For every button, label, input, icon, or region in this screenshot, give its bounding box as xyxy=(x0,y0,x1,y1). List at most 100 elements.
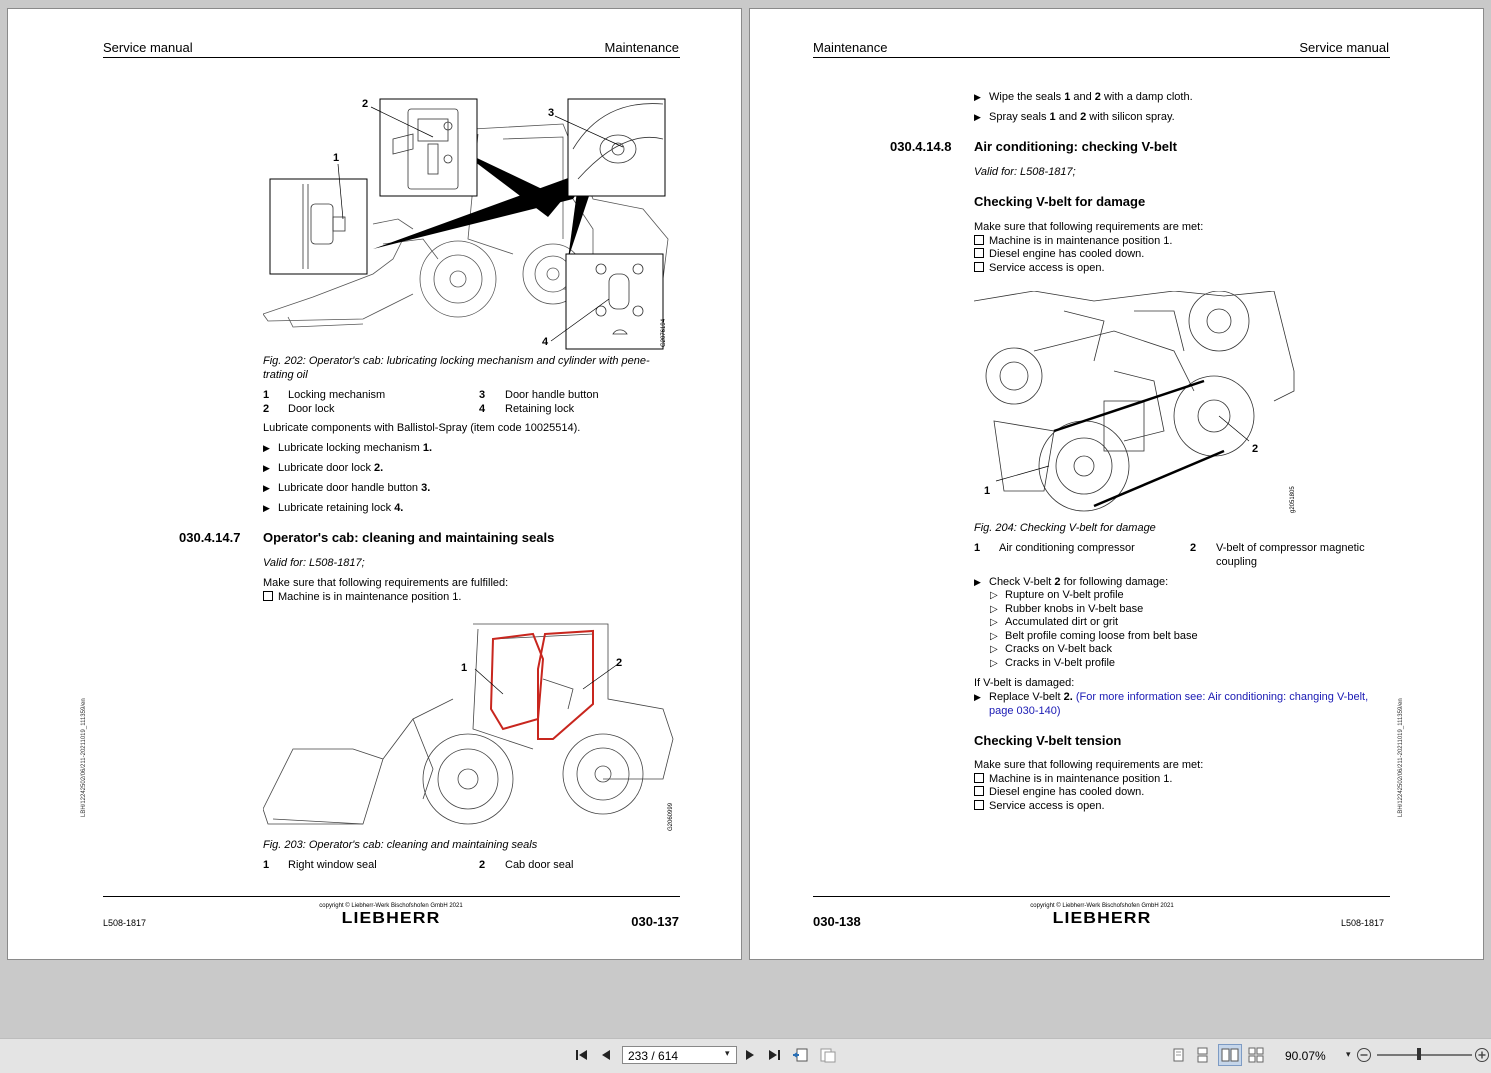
fig202-legend-num: 4 xyxy=(479,403,486,415)
step-item: ▶Lubricate door lock 2. xyxy=(263,462,384,474)
fig202-callout-1: 1 xyxy=(333,152,340,164)
fig202-legend-label: Retaining lock xyxy=(505,403,575,415)
section-number: 030.4.14.7 xyxy=(179,530,241,545)
fig204-callout-2: 2 xyxy=(1252,443,1259,455)
fig202-caption: Fig. 202: Operator's cab: lubricating lo… xyxy=(263,355,650,367)
requirement-item: Machine is in maintenance position 1. xyxy=(974,234,1172,248)
fig204-legend-num: 2 xyxy=(1190,542,1197,554)
damage-item: ▷Belt profile coming loose from belt bas… xyxy=(990,630,1198,642)
step-item: ▶Lubricate locking mechanism 1. xyxy=(263,442,433,454)
side-document-id: LBH/12242502/06/211-20211019_111359/en xyxy=(1398,698,1404,817)
fig203-image-code: G2060999 xyxy=(668,802,674,831)
fig202-image-code: G2076194 xyxy=(661,318,667,347)
requirements-intro: Make sure that following requirements ar… xyxy=(974,759,1204,771)
requirement-item: Service access is open. xyxy=(974,799,1105,813)
go-forward-icon[interactable] xyxy=(818,1047,836,1066)
requirements-intro: Make sure that following requirements ar… xyxy=(263,577,509,589)
fig203-legend-num: 1 xyxy=(263,859,270,871)
header-rule xyxy=(813,57,1390,58)
subsection-title: Checking V-belt tension xyxy=(974,733,1122,748)
footer-rule xyxy=(103,896,680,897)
header-rule xyxy=(103,57,680,58)
header-left: Service manual xyxy=(103,40,193,55)
zoom-level[interactable]: 90.07% xyxy=(1285,1049,1326,1063)
fig204-legend-label-cont: coupling xyxy=(1216,556,1257,568)
lubricate-intro: Lubricate components with Ballistol-Spra… xyxy=(263,422,581,434)
fig202-callout-4: 4 xyxy=(542,336,549,348)
step-item: ▶Lubricate retaining lock 4. xyxy=(263,502,404,514)
side-document-id: LBH/12242502/06/211-20211019_111359/en xyxy=(81,698,87,817)
copyright: copyright © Liebherr-Werk Bischofshofen … xyxy=(319,903,463,909)
zoom-out-icon[interactable] xyxy=(1356,1047,1372,1066)
figure-204-drawing xyxy=(973,290,1295,512)
page-dropdown-icon[interactable]: ▾ xyxy=(725,1048,730,1058)
step-item: ▶Lubricate door handle button 3. xyxy=(263,482,431,494)
cross-reference-link[interactable]: (For more information see: Air condition… xyxy=(1075,691,1369,703)
check-step: ▶Check V-belt 2 for following damage: xyxy=(974,576,1169,588)
cross-reference-link-cont[interactable]: page 030-140) xyxy=(989,705,1061,717)
fig202-caption-2: trating oil xyxy=(263,369,308,381)
requirement-item: Diesel engine has cooled down. xyxy=(974,785,1144,799)
single-page-view-icon[interactable] xyxy=(1170,1047,1186,1066)
fig202-legend-label: Door lock xyxy=(288,403,335,415)
page-number: 030-138 xyxy=(813,914,861,929)
zoom-slider-track[interactable] xyxy=(1377,1054,1472,1056)
fig203-callout-2: 2 xyxy=(616,657,623,669)
zoom-dropdown-icon[interactable]: ▾ xyxy=(1346,1049,1351,1059)
zoom-in-icon[interactable] xyxy=(1474,1047,1490,1066)
fig203-callout-1: 1 xyxy=(461,662,468,674)
checkbox-icon xyxy=(974,800,984,810)
damage-item: ▷Accumulated dirt or grit xyxy=(990,616,1119,628)
last-page-icon[interactable] xyxy=(766,1047,782,1066)
requirement-item: Machine is in maintenance position 1. xyxy=(974,772,1172,786)
footer-rule xyxy=(813,896,1390,897)
damage-item: ▷Cracks in V-belt profile xyxy=(990,657,1116,669)
fig204-legend-num: 1 xyxy=(974,542,981,554)
figure-202-drawing xyxy=(262,98,669,350)
damage-item: ▷Rupture on V-belt profile xyxy=(990,589,1124,601)
checkbox-icon xyxy=(974,786,984,796)
subsection-title: Checking V-belt for damage xyxy=(974,194,1146,209)
right-page: Maintenance Service manual ▶Wipe the sea… xyxy=(749,8,1484,960)
go-back-icon[interactable] xyxy=(792,1047,810,1066)
continuous-view-icon[interactable] xyxy=(1194,1047,1210,1066)
fig203-legend-num: 2 xyxy=(479,859,486,871)
damage-item: ▷Cracks on V-belt back xyxy=(990,643,1112,655)
checkbox-icon xyxy=(263,591,273,601)
checkbox-icon xyxy=(974,262,984,272)
valid-for: Valid for: L508-1817; xyxy=(263,557,365,569)
step-item: ▶Spray seals 1 and 2 with silicon spray. xyxy=(974,111,1175,123)
two-page-continuous-icon[interactable] xyxy=(1247,1047,1265,1066)
section-title: Operator's cab: cleaning and maintaining… xyxy=(263,530,555,545)
footer-model: L508-1817 xyxy=(103,918,147,928)
damage-item: ▷Rubber knobs in V-belt base xyxy=(990,603,1144,615)
checkbox-icon xyxy=(974,248,984,258)
fig202-legend-num: 3 xyxy=(479,389,486,401)
fig204-image-code: g2051805 xyxy=(1290,486,1296,513)
fig202-legend-label: Door handle button xyxy=(505,389,599,401)
valid-for: Valid for: L508-1817; xyxy=(974,166,1076,178)
first-page-icon[interactable] xyxy=(574,1047,590,1066)
requirements-intro: Make sure that following requirements ar… xyxy=(974,221,1204,233)
section-number: 030.4.14.8 xyxy=(890,139,952,154)
fig203-legend-label: Cab door seal xyxy=(505,859,574,871)
copyright: copyright © Liebherr-Werk Bischofshofen … xyxy=(1030,903,1174,909)
section-title: Air conditioning: checking V-belt xyxy=(974,139,1177,154)
zoom-slider-handle[interactable] xyxy=(1417,1048,1421,1060)
fig204-caption: Fig. 204: Checking V-belt for damage xyxy=(974,522,1156,534)
liebherr-logo: LIEBHERR xyxy=(341,910,441,927)
step-item: ▶Wipe the seals 1 and 2 with a damp clot… xyxy=(974,91,1193,103)
fig202-callout-3: 3 xyxy=(548,107,555,119)
page-number-input[interactable]: 233 / 614 xyxy=(622,1046,737,1064)
header-right: Maintenance xyxy=(604,40,679,55)
if-damaged: If V-belt is damaged: xyxy=(974,677,1075,689)
two-page-view-icon[interactable] xyxy=(1218,1044,1242,1066)
previous-page-icon[interactable] xyxy=(598,1047,614,1066)
next-page-icon[interactable] xyxy=(742,1047,758,1066)
fig204-legend-label: V-belt of compressor magnetic xyxy=(1216,542,1365,554)
liebherr-logo: LIEBHERR xyxy=(1052,910,1152,927)
fig203-caption: Fig. 203: Operator's cab: cleaning and m… xyxy=(263,839,538,851)
fig204-legend-label: Air conditioning compressor xyxy=(999,542,1135,554)
figure-202: 2 3 1 4 G2076194 xyxy=(262,89,673,351)
checkbox-icon xyxy=(974,773,984,783)
